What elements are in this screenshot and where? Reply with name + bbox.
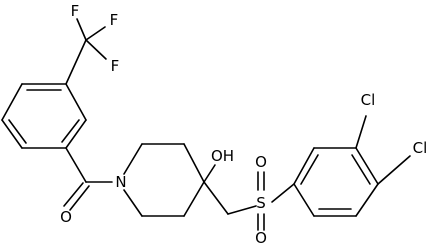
bond-c4-c5 bbox=[183, 181, 205, 217]
bond-ch2-s bbox=[227, 205, 257, 215]
bond-c-f3 bbox=[85, 39, 107, 60]
bonds bbox=[1, 18, 411, 231]
bond-ring-carbonyl bbox=[65, 147, 87, 183]
atom-labels: F F F O N OH S O O Cl Cl bbox=[60, 2, 427, 244]
bond-c-f2 bbox=[85, 26, 106, 41]
atom-nitrogen: N bbox=[115, 173, 126, 191]
atom-fluorine-2: F bbox=[110, 11, 119, 29]
bond-c-f1 bbox=[76, 18, 87, 41]
bond-dcp-1 bbox=[293, 147, 315, 185]
bond-dcp-1-inner bbox=[300, 154, 319, 185]
bond-benz-6 bbox=[65, 83, 87, 121]
atom-sulfonyl-oxygen-bottom: O bbox=[255, 229, 267, 244]
atom-fluorine-1: F bbox=[71, 2, 80, 20]
atom-fluorine-3: F bbox=[111, 57, 120, 75]
bond-dcp-3-inner bbox=[351, 154, 371, 185]
atom-carbonyl-oxygen: O bbox=[60, 208, 72, 226]
bond-dcp-3 bbox=[355, 147, 379, 185]
atom-chlorine-2: Cl bbox=[413, 139, 428, 157]
atom-sulfonyl-oxygen-top: O bbox=[255, 153, 267, 171]
bond-dcp-4 bbox=[355, 183, 379, 217]
bond-c4-oh bbox=[203, 164, 216, 183]
bond-co-double-b bbox=[69, 185, 90, 211]
bond-c6-n bbox=[123, 189, 143, 217]
bond-c-cl2 bbox=[377, 155, 411, 185]
bond-s-ring bbox=[271, 183, 295, 203]
bond-c-cl1 bbox=[355, 115, 367, 149]
bond-benz-2 bbox=[1, 83, 23, 121]
bond-cf3-ring bbox=[65, 39, 87, 85]
atom-sulfur: S bbox=[256, 194, 266, 212]
bond-benz-3 bbox=[1, 119, 23, 149]
bond-c3-c4 bbox=[183, 143, 205, 183]
bond-co-double-a bbox=[63, 182, 84, 207]
bond-dcp-6 bbox=[293, 183, 315, 217]
atom-hydroxyl: OH bbox=[211, 147, 234, 165]
atom-chlorine-1: Cl bbox=[361, 91, 376, 109]
bond-benz-5 bbox=[65, 119, 87, 149]
bond-benz-5-inner bbox=[61, 119, 80, 143]
bond-c4-ch2 bbox=[203, 181, 229, 215]
bond-n-c2 bbox=[123, 143, 143, 175]
bond-benz-3-inner bbox=[8, 119, 27, 144]
